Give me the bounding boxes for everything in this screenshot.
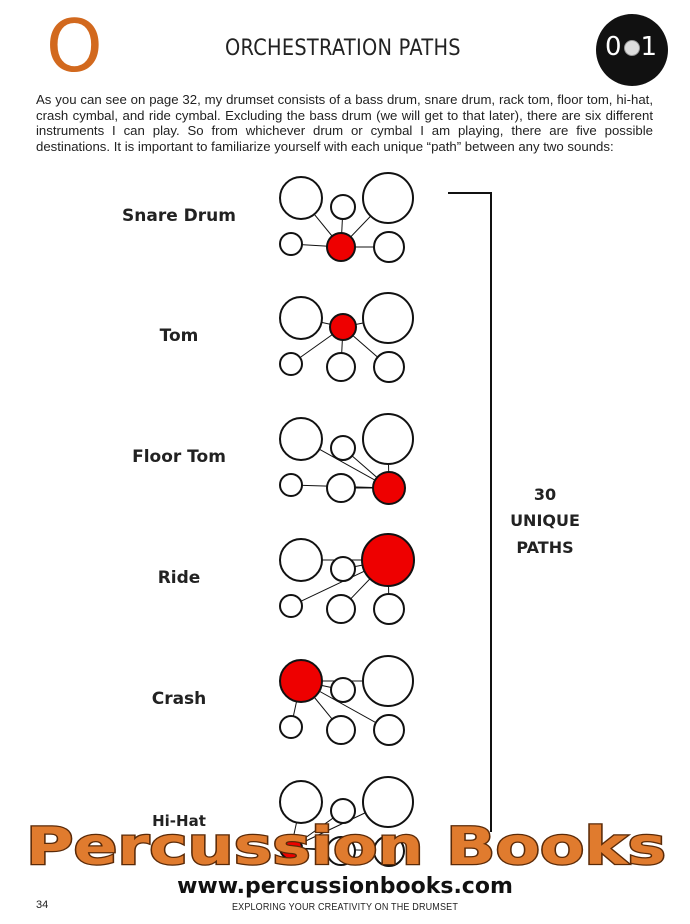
diagram-crash <box>279 655 414 746</box>
row-label-floor-tom: Floor Tom <box>132 447 226 467</box>
snare-circle <box>326 715 356 745</box>
percussion-books-logo: Percussion Books <box>25 816 668 879</box>
bracket-word-paths: PATHS <box>516 538 574 557</box>
intro-paragraph: As you can see on page 32, my drumset co… <box>36 92 653 154</box>
active-ride-circle <box>361 533 415 587</box>
ride-circle <box>362 172 414 224</box>
diagram-ride <box>279 533 415 625</box>
snare-circle <box>326 352 356 382</box>
diagram-snare <box>279 172 414 263</box>
page-number: 34 <box>36 899 49 911</box>
crash-circle <box>279 780 323 824</box>
svg-text:Percussion Books: Percussion Books <box>26 817 666 877</box>
floor-circle <box>373 714 405 746</box>
tom-circle <box>330 194 356 220</box>
bracket-word-unique: UNIQUE <box>510 511 580 530</box>
hihat-circle <box>279 473 303 497</box>
crash-circle <box>279 296 323 340</box>
bracket <box>448 192 492 832</box>
ride-circle <box>362 776 414 828</box>
cd-disc-icon <box>624 40 640 56</box>
row-label-tom: Tom <box>159 326 199 346</box>
row-label-ride: Ride <box>157 568 201 588</box>
page-title: ORCHESTRATION PATHS <box>225 36 461 61</box>
row-label-snare: Snare Drum <box>122 206 236 226</box>
crash-circle <box>279 417 323 461</box>
active-tom-circle <box>329 313 357 341</box>
hihat-circle <box>279 594 303 618</box>
hihat-circle <box>279 352 303 376</box>
floor-circle <box>373 231 405 263</box>
tom-circle <box>330 435 356 461</box>
diagram-floor <box>279 413 414 505</box>
diagram-tom <box>279 292 414 383</box>
section-letter: O <box>46 4 103 88</box>
website-url[interactable]: www.percussionbooks.com <box>177 874 513 899</box>
page-badge: 0 1 <box>596 14 668 86</box>
diagram-hihat <box>279 776 414 867</box>
active-snare-circle <box>326 232 356 262</box>
tom-circle <box>330 798 356 824</box>
tom-circle <box>330 556 356 582</box>
floor-circle <box>373 835 405 867</box>
bracket-count: 30 <box>533 485 557 504</box>
hihat-circle <box>279 715 303 739</box>
snare-circle <box>326 836 356 866</box>
snare-circle <box>326 473 356 503</box>
ride-circle <box>362 292 414 344</box>
ride-circle <box>362 413 414 465</box>
active-floor-circle <box>372 471 406 505</box>
badge-digit-right: 1 <box>640 32 657 62</box>
tom-circle <box>330 677 356 703</box>
footer-text: EXPLORING YOUR CREATIVITY ON THE DRUMSET <box>231 902 459 913</box>
crash-circle <box>279 538 323 582</box>
hihat-circle <box>279 232 303 256</box>
badge-digit-left: 0 <box>605 32 622 62</box>
row-label-crash: Crash <box>151 689 207 709</box>
crash-circle <box>279 176 323 220</box>
row-label-hi-hat: Hi-Hat <box>152 812 206 830</box>
ride-circle <box>362 655 414 707</box>
floor-circle <box>373 351 405 383</box>
active-hihat-circle <box>279 836 303 860</box>
snare-circle <box>326 594 356 624</box>
active-crash-circle <box>279 659 323 703</box>
floor-circle <box>373 593 405 625</box>
